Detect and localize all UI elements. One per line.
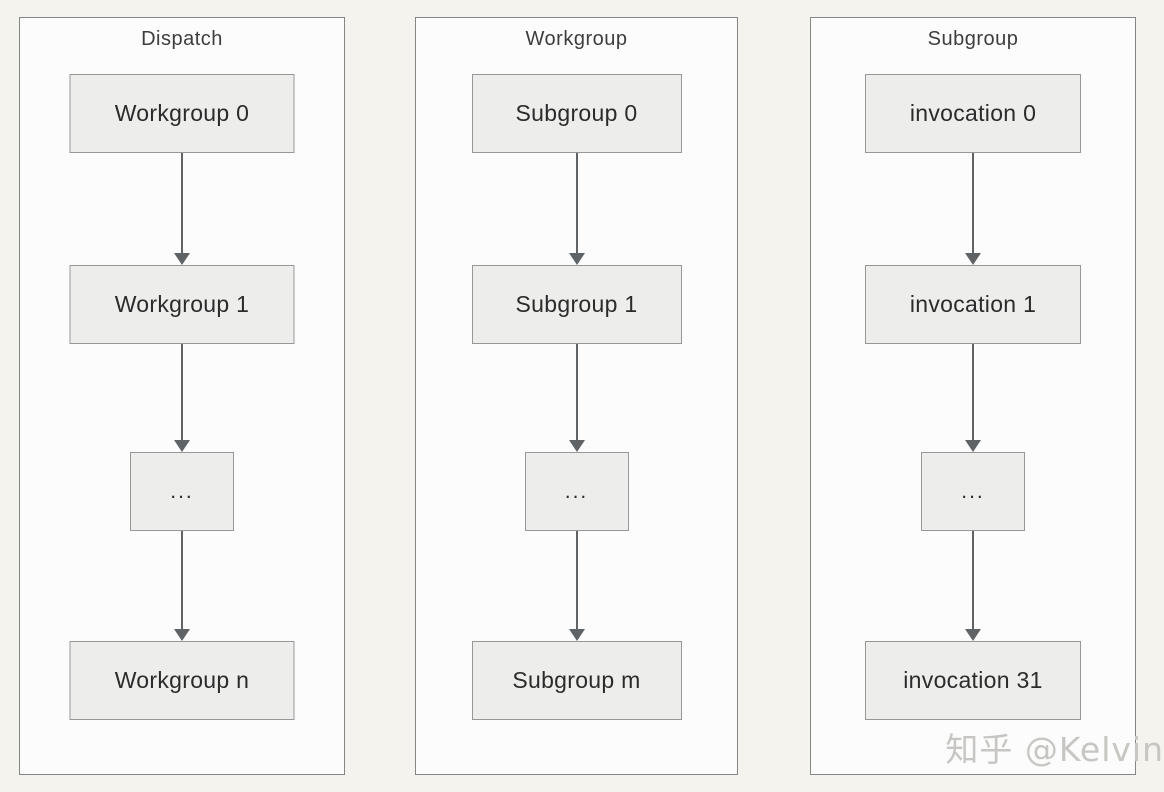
arrow-shaft <box>181 531 183 632</box>
arrow-down-icon <box>568 344 585 452</box>
arrow-shaft <box>575 531 578 632</box>
arrow-shaft <box>972 531 974 632</box>
arrow-head-icon <box>965 253 981 265</box>
arrow-down-icon <box>965 344 981 452</box>
arrow-head-icon <box>568 440 585 452</box>
panel-subgroup-title: Subgroup <box>927 28 1019 50</box>
node-workgroup-1: Workgroup 1 <box>69 265 295 344</box>
watermark: 知乎 @Kelvin <box>945 730 1164 769</box>
arrow-shaft <box>181 153 183 256</box>
arrow-down-icon <box>174 344 190 452</box>
node-ellipsis: ... <box>130 452 234 531</box>
node-subgroup-0: Subgroup 0 <box>471 74 682 153</box>
node-ellipsis: ... <box>921 452 1025 531</box>
panel-dispatch: Dispatch Workgroup 0 Workgroup 1 ... Wor… <box>19 17 345 775</box>
arrow-shaft <box>181 344 183 443</box>
arrow-down-icon <box>568 531 585 641</box>
node-workgroup-n: Workgroup n <box>69 641 295 720</box>
panel-workgroup: Workgroup Subgroup 0 Subgroup 1 ... Subg… <box>415 17 738 775</box>
arrow-down-icon <box>568 153 585 265</box>
arrow-head-icon <box>174 253 190 265</box>
arrow-down-icon <box>174 153 190 265</box>
node-subgroup-m: Subgroup m <box>471 641 682 720</box>
arrow-shaft <box>972 153 974 256</box>
arrow-head-icon <box>568 629 585 641</box>
node-invocation-31: invocation 31 <box>865 641 1081 720</box>
arrow-head-icon <box>174 629 190 641</box>
node-workgroup-0: Workgroup 0 <box>69 74 295 153</box>
arrow-down-icon <box>965 531 981 641</box>
arrow-shaft <box>575 344 578 443</box>
arrow-head-icon <box>174 440 190 452</box>
node-ellipsis: ... <box>524 452 629 531</box>
arrow-down-icon <box>965 153 981 265</box>
node-subgroup-1: Subgroup 1 <box>471 265 682 344</box>
arrow-head-icon <box>965 440 981 452</box>
arrow-down-icon <box>174 531 190 641</box>
arrow-shaft <box>972 344 974 443</box>
panel-dispatch-title: Dispatch <box>141 28 223 50</box>
arrow-shaft <box>575 153 578 256</box>
node-invocation-0: invocation 0 <box>865 74 1081 153</box>
arrow-head-icon <box>965 629 981 641</box>
node-invocation-1: invocation 1 <box>865 265 1081 344</box>
panel-subgroup: Subgroup invocation 0 invocation 1 ... i… <box>810 17 1136 775</box>
arrow-head-icon <box>568 253 585 265</box>
panel-workgroup-title: Workgroup <box>525 28 628 50</box>
